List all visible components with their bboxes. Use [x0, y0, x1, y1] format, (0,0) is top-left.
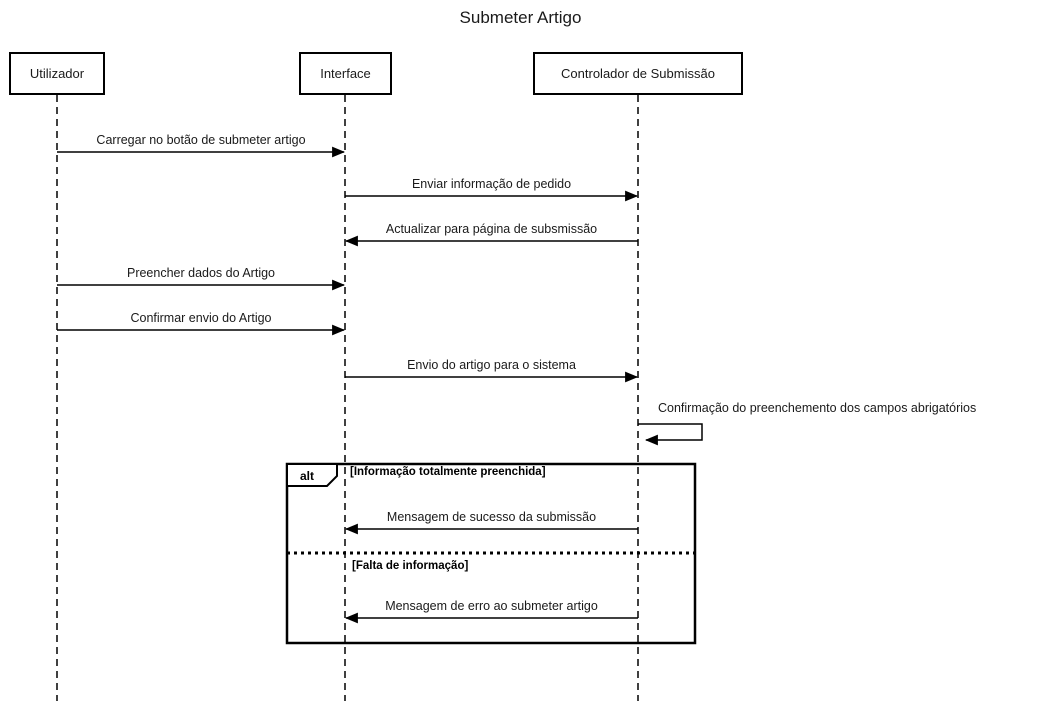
alt-guard-2: [Falta de informação]: [352, 560, 469, 572]
actor-utilizador: Utilizador: [9, 52, 105, 95]
self-message-arrow: [638, 423, 703, 446]
message-label-3: Actualizar para página de subsmissão: [385, 222, 598, 236]
actor-interface: Interface: [299, 52, 392, 95]
message-label-5: Confirmar envio do Artigo: [130, 311, 272, 325]
message-label-2: Enviar informação de pedido: [411, 177, 572, 191]
message-label-1: Carregar no botão de submeter artigo: [96, 133, 306, 147]
message-label-7-self: Confirmação do preenchemento dos campos …: [658, 401, 977, 415]
actor-utilizador-label: Utilizador: [29, 66, 85, 81]
message-label-9: Mensagem de erro ao submeter artigo: [385, 599, 598, 613]
diagram-title: Submeter Artigo: [459, 8, 582, 27]
message-label-6: Envio do artigo para o sistema: [407, 358, 576, 372]
actor-interface-label: Interface: [320, 66, 371, 81]
alt-operator-pentagon: [286, 463, 338, 487]
actor-controlador-label: Controlador de Submissão: [561, 66, 715, 81]
actor-controlador: Controlador de Submissão: [533, 52, 743, 95]
alt-operator-label: alt: [299, 468, 314, 483]
message-label-4: Preencher dados do Artigo: [126, 266, 276, 280]
message-label-8: Mensagem de sucesso da submissão: [386, 510, 597, 524]
alt-guard-1: [Informação totalmente preenchida]: [350, 466, 546, 478]
